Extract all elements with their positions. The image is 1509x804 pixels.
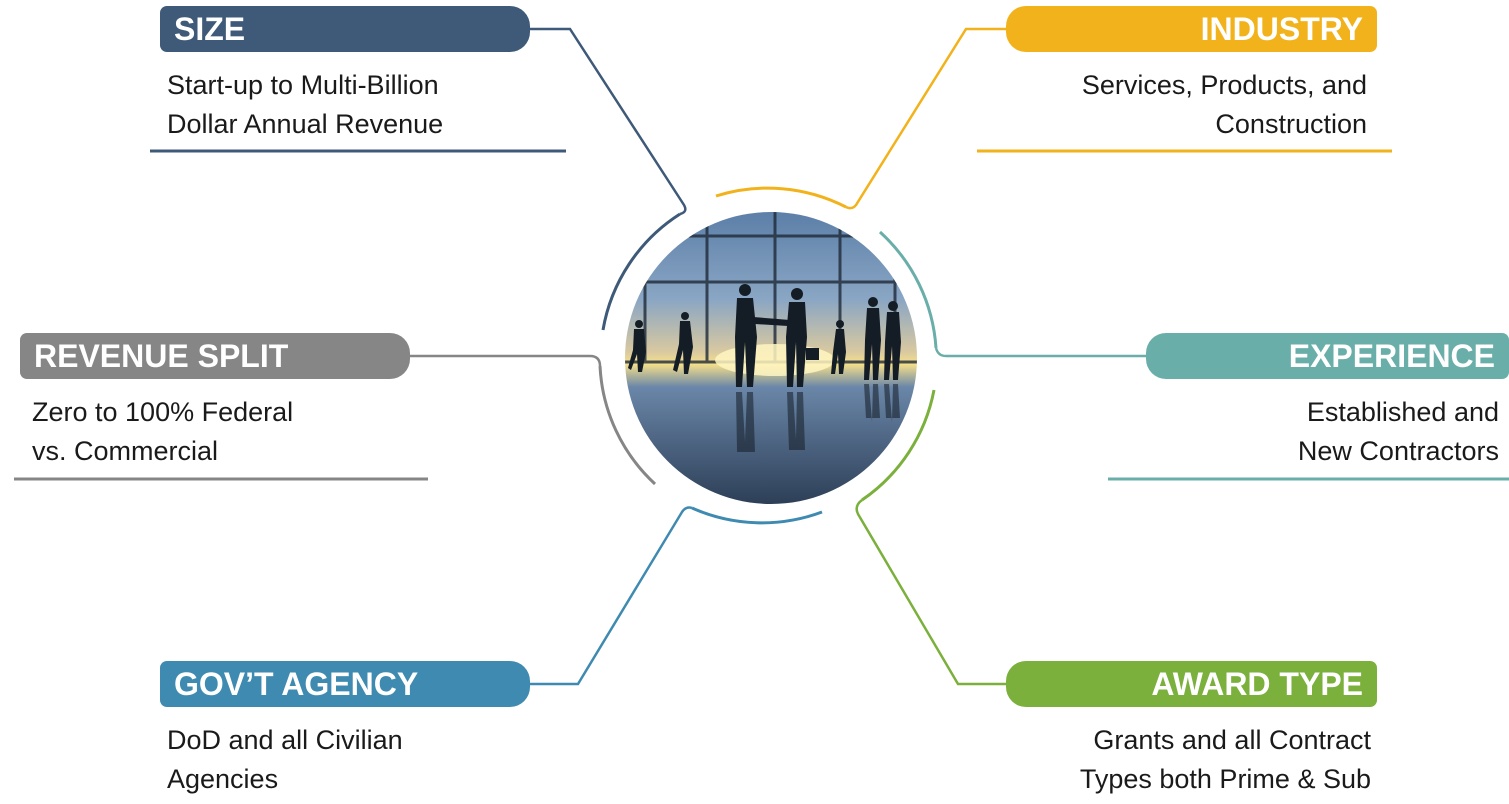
govt-agency-line-2: Agencies xyxy=(167,764,279,794)
award-type-tag: AWARD TYPE xyxy=(1006,661,1377,707)
handshake-silhouette-image xyxy=(625,212,917,452)
govt-agency-description: DoD and all Civilian Agencies xyxy=(167,721,403,799)
revenue-split-title: REVENUE SPLIT xyxy=(34,338,289,374)
industry-tag: INDUSTRY xyxy=(1006,6,1377,52)
govt-agency-arc xyxy=(691,506,823,525)
revenue-split-line-1: Zero to 100% Federal xyxy=(32,397,294,427)
size-connector xyxy=(530,27,687,216)
size-line-1: Start-up to Multi-Billion xyxy=(167,70,439,100)
size-arc xyxy=(601,212,681,331)
experience-title: EXPERIENCE xyxy=(1288,338,1495,374)
size-title: SIZE xyxy=(174,11,246,47)
center-photo xyxy=(625,212,917,504)
industry-line-1: Services, Products, and xyxy=(1081,70,1367,100)
revenue-split-connector xyxy=(408,354,602,367)
award-type-title: AWARD TYPE xyxy=(1151,666,1363,702)
award-type-description: Grants and all Contract Types both Prime… xyxy=(1080,721,1371,799)
experience-connector xyxy=(934,347,1146,358)
industry-arc xyxy=(715,186,847,209)
govt-agency-connector xyxy=(530,506,693,686)
revenue-split-tag: REVENUE SPLIT xyxy=(20,333,410,379)
award-type-line-1: Grants and all Contract xyxy=(1093,725,1371,755)
govt-agency-line-1: DoD and all Civilian xyxy=(167,725,403,755)
experience-line-1: Established and xyxy=(1306,397,1499,427)
revenue-split-description: Zero to 100% Federal vs. Commercial xyxy=(32,393,293,471)
revenue-split-line-2: vs. Commercial xyxy=(32,436,219,466)
industry-description: Services, Products, and Construction xyxy=(1082,66,1367,144)
experience-description: Established and New Contractors xyxy=(1298,393,1499,471)
industry-connector xyxy=(845,27,1006,210)
industry-title: INDUSTRY xyxy=(1200,11,1363,47)
experience-tag: EXPERIENCE xyxy=(1146,333,1509,379)
award-type-arc xyxy=(861,389,936,502)
govt-agency-tag: GOV’T AGENCY xyxy=(160,661,530,707)
experience-line-2: New Contractors xyxy=(1297,436,1499,466)
size-line-2: Dollar Annual Revenue xyxy=(167,109,444,139)
revenue-split-arc xyxy=(598,365,657,486)
award-type-line-2: Types both Prime & Sub xyxy=(1079,764,1371,794)
size-description: Start-up to Multi-Billion Dollar Annual … xyxy=(167,66,443,144)
size-tag: SIZE xyxy=(160,6,530,52)
govt-agency-title: GOV’T AGENCY xyxy=(174,666,419,702)
award-type-connector xyxy=(855,499,1006,686)
industry-line-2: Construction xyxy=(1215,109,1367,139)
experience-arc xyxy=(878,230,938,349)
